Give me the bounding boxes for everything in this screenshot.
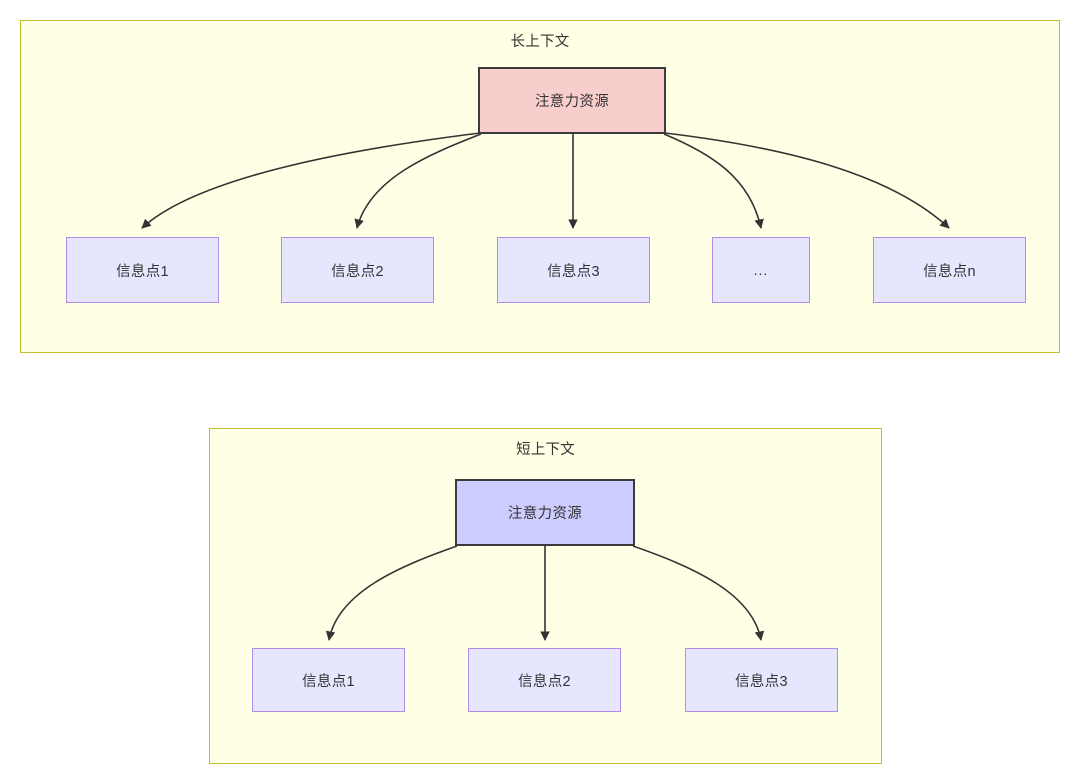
node-info-long-n[interactable]: 信息点n xyxy=(873,237,1026,303)
node-label: 信息点2 xyxy=(331,263,384,280)
node-label: 信息点1 xyxy=(116,263,169,280)
node-info-short-1[interactable]: 信息点1 xyxy=(252,648,405,712)
node-info-long-1[interactable]: 信息点1 xyxy=(66,237,219,303)
node-info-short-3[interactable]: 信息点3 xyxy=(685,648,838,712)
node-label: 注意力资源 xyxy=(535,94,609,110)
group-long-context-title: 长上下文 xyxy=(510,34,570,50)
group-short-context-title: 短上下文 xyxy=(516,442,575,458)
node-attention-long-context[interactable]: 注意力资源 xyxy=(478,67,666,134)
node-info-long-2[interactable]: 信息点2 xyxy=(281,237,434,303)
node-info-short-2[interactable]: 信息点2 xyxy=(468,648,621,712)
node-label: 信息点3 xyxy=(547,263,600,280)
node-label: 信息点2 xyxy=(518,673,571,690)
node-info-long-3[interactable]: 信息点3 xyxy=(497,237,650,303)
node-label: 信息点n xyxy=(923,263,976,280)
node-label: ... xyxy=(753,262,769,278)
node-label: 信息点3 xyxy=(735,673,788,690)
node-attention-short-context[interactable]: 注意力资源 xyxy=(455,479,635,546)
node-label: 注意力资源 xyxy=(508,506,582,522)
node-info-long-ellipsis[interactable]: ... xyxy=(712,237,810,303)
node-label: 信息点1 xyxy=(302,673,355,690)
